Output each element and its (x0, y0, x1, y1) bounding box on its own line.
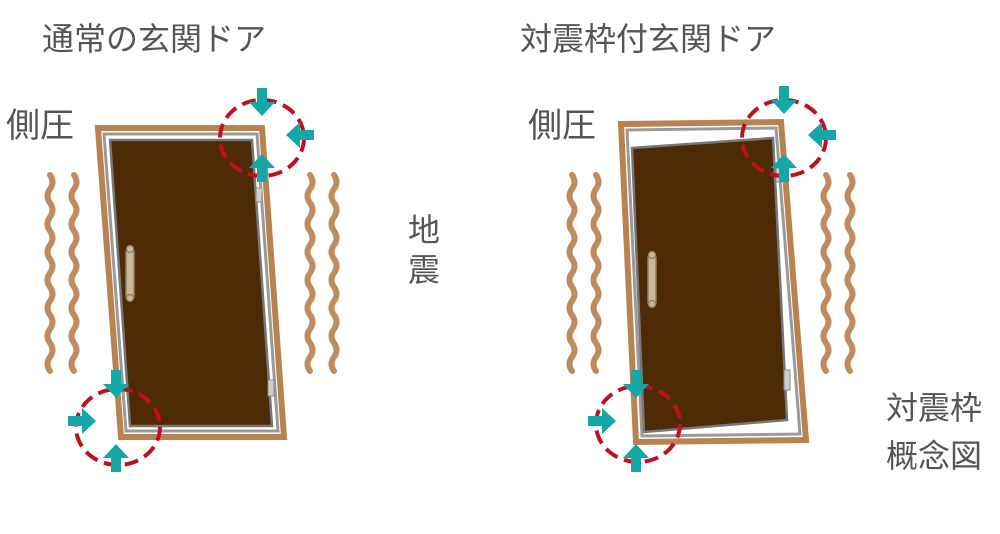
left-door-panel (108, 138, 274, 428)
left-door-hinge (267, 379, 275, 397)
right-door-panel (630, 136, 789, 434)
right-door-handle (647, 250, 657, 309)
earthquake-label-char-2: 震 (407, 251, 440, 289)
arrow-right-icon (588, 408, 616, 434)
right-side-pressure-label: 側圧 (528, 106, 596, 146)
arrow-left-icon (808, 122, 836, 148)
arrow-down-icon (249, 88, 275, 116)
left-door-handle (125, 244, 135, 303)
concept-caption: 対震枠 概念図 (886, 384, 982, 480)
left-door-hinge (255, 187, 263, 203)
left-door-frame-inner (102, 132, 280, 433)
stress-point-circle (594, 384, 682, 464)
right-title: 対震枠付玄関ドア (520, 20, 777, 58)
wave-line (566, 172, 578, 374)
wave-line (590, 172, 602, 374)
left-side-pressure-label: 側圧 (6, 106, 74, 146)
caption-line-1: 対震枠 (886, 389, 983, 427)
arrow-up-icon (623, 444, 649, 472)
arrow-up-icon (103, 444, 129, 472)
arrow-down-icon (103, 370, 129, 398)
wave-line (304, 172, 316, 374)
right-door-hinge (783, 369, 791, 391)
left-title: 通常の玄関ドア (42, 20, 267, 58)
wave-line (44, 172, 56, 374)
right-door-frame (617, 118, 810, 446)
left-door-group (44, 88, 340, 472)
earthquake-label-char-1: 地 (407, 211, 440, 249)
wave-line (820, 172, 832, 374)
arrow-right-icon (68, 408, 96, 434)
arrow-left-icon (286, 122, 314, 148)
earthquake-label: 地 震 (404, 210, 444, 290)
wave-line (68, 172, 80, 374)
arrow-down-icon (771, 86, 797, 114)
right-door-group (566, 86, 856, 472)
stress-point-circle (74, 387, 162, 467)
wave-line (844, 172, 856, 374)
wave-line (328, 172, 340, 374)
left-door-frame (94, 125, 288, 440)
caption-line-2: 概念図 (886, 437, 983, 475)
